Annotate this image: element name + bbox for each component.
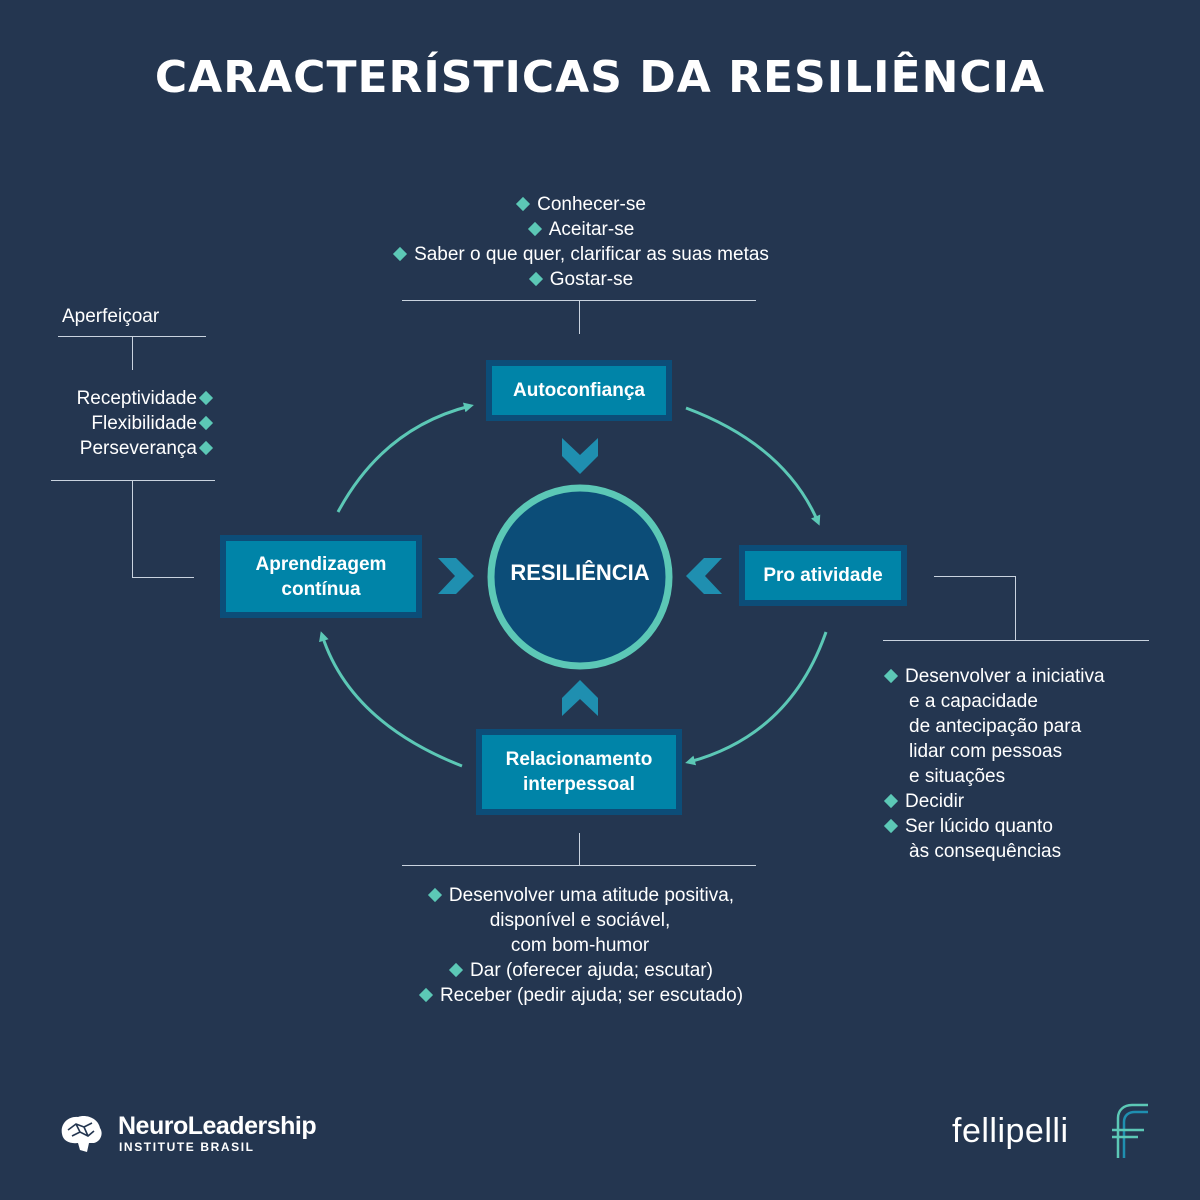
- arrow-top-to-right: [685, 406, 821, 526]
- list-item: Aceitar-se: [300, 217, 860, 242]
- node-aprendizagem-continua: Aprendizagem contínua: [220, 535, 422, 618]
- list-item: e a capacidade: [909, 691, 1038, 712]
- list-item: Desenvolver a iniciativa: [882, 664, 1105, 689]
- diamond-bullet-icon: [527, 221, 542, 237]
- diamond-bullet-icon: [516, 196, 531, 212]
- list-item: Decidir: [882, 789, 1105, 814]
- arrow-bottom-to-left: [319, 631, 463, 768]
- list-item: Flexibilidade: [30, 411, 220, 436]
- bottom-divider: [402, 865, 756, 866]
- left-header: Aperfeiçoar: [62, 306, 160, 327]
- list-item: disponível e sociável,: [489, 910, 671, 931]
- left-divider: [51, 480, 215, 481]
- diamond-bullet-icon: [418, 987, 434, 1003]
- list-item: de antecipação para: [909, 716, 1082, 737]
- left-connector-horizontal: [132, 577, 194, 578]
- diamond-bullet-icon: [198, 415, 214, 431]
- bottom-connector: [579, 833, 580, 865]
- right-connector-horizontal: [934, 576, 1016, 577]
- diamond-bullet-icon: [198, 390, 214, 406]
- arrow-left-to-top: [336, 402, 474, 513]
- list-item: Desenvolver uma atitude positiva,: [300, 883, 860, 908]
- page-title: CARACTERÍSTICAS DA RESILIÊNCIA: [154, 52, 1046, 103]
- left-connector-vertical: [132, 480, 133, 577]
- list-item: Gostar-se: [300, 267, 860, 292]
- diamond-bullet-icon: [392, 246, 408, 262]
- node-relacionamento-line-1: Relacionamento: [505, 749, 653, 770]
- node-autoconfianca-label: Autoconfiança: [513, 380, 645, 401]
- list-item: Receber (pedir ajuda; ser escutado): [300, 983, 860, 1008]
- center-circle: [487, 484, 673, 670]
- fellipelli-logo-name: fellipelli: [952, 1112, 1069, 1150]
- list-item: Saber o que quer, clarificar as suas met…: [300, 242, 860, 267]
- node-aprendizagem-line-2: contínua: [281, 578, 361, 600]
- node-aprendizagem-line-1: Aprendizagem: [255, 553, 387, 575]
- chevron-right-icon: [438, 558, 474, 594]
- chevron-left-icon: [686, 558, 722, 594]
- arrow-right-to-bottom: [685, 631, 828, 766]
- diamond-bullet-icon: [198, 440, 214, 456]
- list-item: Ser lúcido quanto: [882, 814, 1105, 839]
- list-item: com bom-humor: [510, 935, 650, 956]
- list-item: lidar com pessoas: [909, 741, 1063, 762]
- right-divider: [883, 640, 1149, 641]
- top-connector: [579, 300, 580, 334]
- chevron-up-icon: [562, 680, 598, 716]
- neuroleadership-logo-subtitle: INSTITUTE BRASIL: [119, 1140, 255, 1154]
- fellipelli-logo-icon: [1112, 1103, 1148, 1158]
- top-list: Conhecer-se Aceitar-se Saber o que quer,…: [300, 192, 860, 292]
- diamond-bullet-icon: [883, 818, 899, 834]
- diamond-bullet-icon: [448, 962, 464, 978]
- diamond-bullet-icon: [883, 793, 899, 809]
- list-item: Dar (oferecer ajuda; escutar): [300, 958, 860, 983]
- node-pro-atividade-label: Pro atividade: [763, 565, 883, 586]
- node-pro-atividade: Pro atividade: [739, 545, 907, 606]
- list-item: Receptividade: [30, 386, 220, 411]
- diamond-bullet-icon: [427, 887, 442, 903]
- chevron-down-icon: [562, 438, 598, 474]
- left-header-connector: [132, 336, 133, 370]
- bottom-list: Desenvolver uma atitude positiva,disponí…: [300, 883, 860, 1008]
- list-item: Perseverança: [30, 436, 220, 461]
- diamond-bullet-icon: [883, 668, 899, 684]
- center-label: RESILIÊNCIA: [510, 560, 650, 585]
- node-relacionamento-interpessoal: Relacionamento interpessoal: [476, 729, 682, 815]
- brain-logo-icon: [61, 1116, 102, 1152]
- right-connector-vertical: [1015, 576, 1016, 640]
- list-item: e situações: [909, 766, 1006, 787]
- diamond-bullet-icon: [528, 271, 543, 287]
- list-item: Conhecer-se: [300, 192, 860, 217]
- left-list: Receptividade Flexibilidade Perseverança: [30, 386, 220, 461]
- list-item: às consequências: [909, 841, 1062, 862]
- node-relacionamento-line-2: interpessoal: [523, 774, 635, 795]
- node-autoconfianca: Autoconfiança: [486, 360, 672, 421]
- neuroleadership-logo-name: NeuroLeadership: [118, 1112, 317, 1140]
